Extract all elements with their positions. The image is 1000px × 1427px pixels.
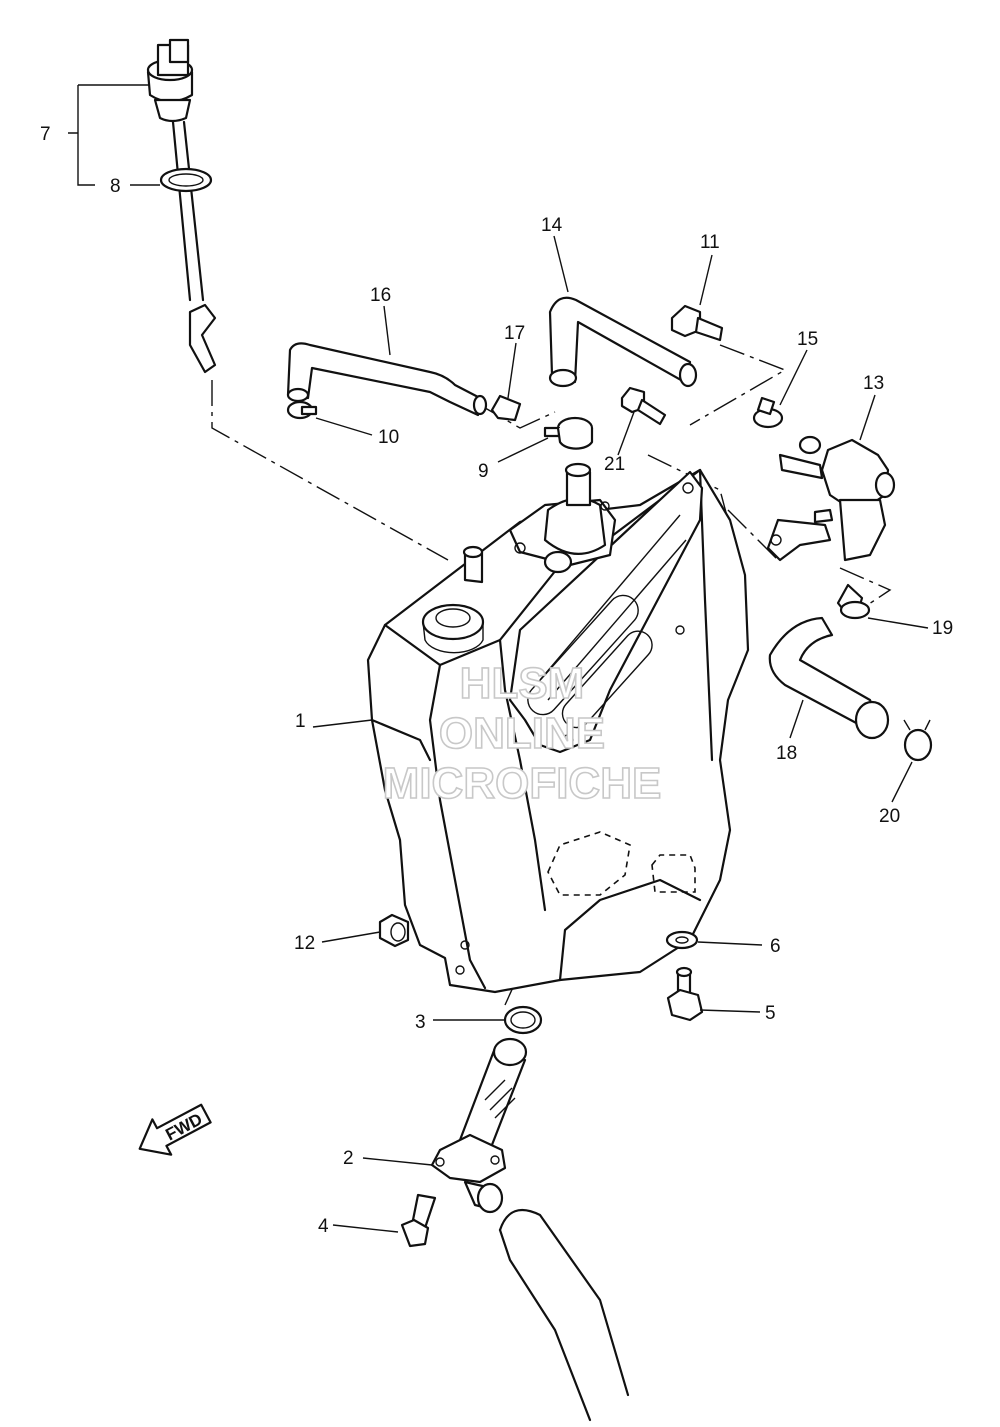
callout-12: 12 — [294, 933, 315, 954]
drain-bolt-5-washer-6 — [665, 930, 704, 1022]
strainer-pipe-2 — [400, 1005, 543, 1248]
hose-14 — [548, 296, 698, 388]
hose-18 — [768, 583, 933, 762]
watermark: HLSM ONLINE MICROFICHE — [382, 658, 662, 809]
watermark-line-1: HLSM — [460, 659, 585, 708]
bolt-21 — [620, 386, 667, 426]
callout-16: 16 — [370, 285, 391, 306]
callout-5: 5 — [765, 1003, 776, 1024]
callout-11: 11 — [700, 232, 720, 253]
oil-tank — [366, 462, 750, 994]
oil-level-sensor — [146, 38, 217, 374]
callout-3: 3 — [415, 1012, 426, 1033]
callout-17: 17 — [504, 323, 525, 344]
callout-1: 1 — [295, 711, 306, 732]
fwd-direction-icon: FWD — [138, 1103, 212, 1156]
callout-numbers: 1 2 3 4 5 6 7 8 9 10 11 12 13 14 15 16 1… — [40, 124, 953, 1237]
callout-8: 8 — [110, 176, 121, 197]
lower-hose — [498, 1208, 630, 1422]
callout-19: 19 — [932, 618, 953, 639]
callout-20: 20 — [879, 806, 900, 827]
bolt-11 — [670, 304, 724, 342]
callout-7: 7 — [40, 124, 51, 145]
callout-9: 9 — [478, 461, 489, 482]
hose-clamps — [490, 394, 594, 450]
nut-12 — [378, 913, 410, 948]
callout-4: 4 — [318, 1216, 329, 1237]
valve-assembly-13 — [752, 396, 896, 562]
callout-13: 13 — [863, 373, 884, 394]
watermark-line-3: MICROFICHE — [383, 759, 662, 808]
callout-15: 15 — [797, 329, 818, 350]
hose-16 — [286, 342, 488, 420]
callout-leaders — [68, 84, 929, 1233]
callout-2: 2 — [343, 1148, 354, 1169]
callout-10: 10 — [378, 427, 399, 448]
callout-18: 18 — [776, 743, 797, 764]
callout-21: 21 — [604, 454, 625, 475]
callout-6: 6 — [770, 936, 781, 957]
watermark-line-2: ONLINE — [439, 709, 605, 758]
callout-14: 14 — [541, 215, 563, 236]
